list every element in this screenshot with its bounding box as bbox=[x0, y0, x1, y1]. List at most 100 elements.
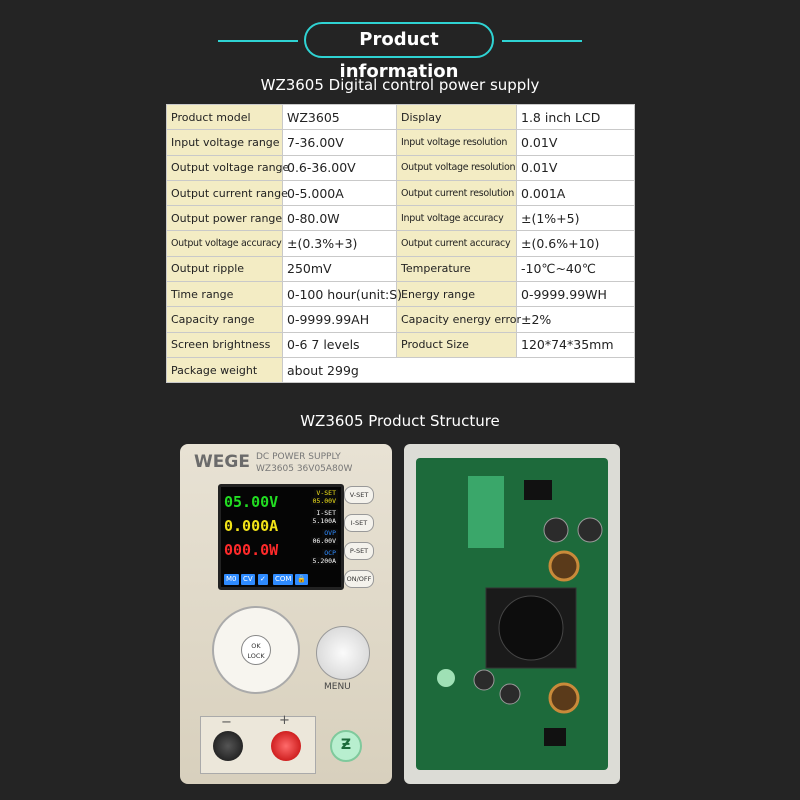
spec-value: 250mV bbox=[282, 255, 397, 283]
section-title: Product information bbox=[339, 29, 459, 82]
lcd-iset-label: I-SET bbox=[314, 509, 338, 517]
spec-label: Input voltage accuracy bbox=[396, 205, 517, 232]
spec-label: Screen brightness bbox=[166, 331, 283, 358]
direction-pad[interactable]: OK LOCK bbox=[212, 606, 300, 694]
vset-button[interactable]: V-SET bbox=[344, 486, 374, 504]
brand-logo: WEGE bbox=[194, 452, 250, 472]
spec-label: Output voltage range bbox=[166, 154, 289, 181]
menu-knob[interactable] bbox=[316, 626, 370, 680]
spec-label: Output current resolution bbox=[396, 179, 517, 207]
lcd-voltage: 05.00V bbox=[224, 493, 279, 511]
circuit-board-drawing bbox=[437, 476, 603, 746]
spec-label: Output current range bbox=[166, 179, 288, 207]
spec-value: 1.8 inch LCD bbox=[516, 103, 635, 131]
spec-value: ±2% bbox=[516, 306, 635, 333]
spec-value: 0-80.0W bbox=[282, 205, 397, 232]
spec-value: 0-9999.99AH bbox=[282, 306, 397, 333]
lcd-ocp-label: OCP bbox=[322, 549, 338, 557]
spec-label: Display bbox=[396, 103, 517, 131]
ok-lock-button[interactable]: OK LOCK bbox=[241, 635, 271, 665]
spec-value: 0-100 hour(unit:S) bbox=[282, 281, 402, 308]
lcd-power: 000.0W bbox=[224, 541, 279, 559]
banner-line-left bbox=[218, 40, 298, 42]
model-label-line1: DC POWER SUPPLY bbox=[256, 452, 341, 462]
spec-label: Output current accuracy bbox=[396, 230, 517, 257]
spec-title: WZ3605 Digital control power supply bbox=[260, 76, 540, 94]
circuit-board bbox=[416, 458, 608, 770]
minus-label: − bbox=[221, 715, 232, 730]
inductor-coil bbox=[548, 682, 580, 714]
lcd-tag-lock-icon: 🔒 bbox=[295, 574, 308, 585]
spec-row: Output voltage accuracy±(0.3%+3)Output c… bbox=[166, 230, 635, 257]
spec-value: 120*74*35mm bbox=[516, 331, 635, 358]
spec-label: Product model bbox=[166, 103, 283, 131]
spec-label: Package weight bbox=[166, 356, 283, 384]
banner-pill: Product information bbox=[304, 22, 494, 82]
spec-value: 0.01V bbox=[516, 154, 635, 181]
plus-label: + bbox=[279, 713, 290, 728]
spec-value: 0-6 7 levels bbox=[282, 331, 397, 358]
onoff-button[interactable]: ON/OFF bbox=[344, 570, 374, 588]
inductor-coil bbox=[548, 550, 580, 582]
negative-terminal[interactable] bbox=[213, 731, 243, 761]
fan-blades bbox=[498, 595, 564, 661]
lcd-iset-value: 5.100A bbox=[310, 517, 338, 525]
lcd-screen: 05.00V 0.000A 000.0W V-SET 05.00V I-SET … bbox=[218, 484, 344, 590]
iset-button[interactable]: I-SET bbox=[344, 514, 374, 532]
structure-title: WZ3605 Product Structure bbox=[300, 412, 500, 430]
spec-value: 0.001A bbox=[516, 179, 635, 207]
lcd-current: 0.000A bbox=[224, 517, 279, 535]
spec-value: -10℃~40℃ bbox=[516, 255, 635, 283]
spec-label: Product Size bbox=[396, 331, 517, 358]
model-label-line2: WZ3605 36V05A80W bbox=[256, 464, 353, 474]
spec-label: Input voltage range bbox=[166, 129, 283, 156]
spec-label: Temperature bbox=[396, 255, 517, 283]
board-logo bbox=[437, 669, 455, 687]
spec-value: 0-5.000A bbox=[282, 179, 397, 207]
spec-label: Capacity energy error bbox=[396, 306, 521, 333]
spec-value: ±(1%+5) bbox=[516, 205, 635, 232]
capacitor bbox=[473, 669, 495, 691]
ok-label: OK bbox=[251, 642, 261, 650]
spec-label: Output voltage accuracy bbox=[166, 230, 283, 257]
spec-label: Energy range bbox=[396, 281, 517, 308]
lcd-tag-check-icon: ✓ bbox=[258, 574, 268, 585]
lock-label: LOCK bbox=[247, 652, 265, 660]
pset-button[interactable]: P-SET bbox=[344, 542, 374, 560]
capacitor bbox=[577, 517, 603, 543]
positive-terminal[interactable] bbox=[271, 731, 301, 761]
lcd-ovp-label: OVP bbox=[322, 529, 338, 537]
header-connector bbox=[524, 480, 552, 500]
spec-value: 0.6-36.00V bbox=[282, 154, 397, 181]
device-front-photo: WEGE DC POWER SUPPLY WZ3605 36V05A80W 05… bbox=[180, 444, 392, 784]
spec-value: ±(0.3%+3) bbox=[282, 230, 397, 257]
lcd-tag-mode: M0 bbox=[224, 574, 239, 585]
spec-value: WZ3605 bbox=[282, 103, 397, 131]
banner-line-right bbox=[502, 40, 582, 42]
spec-value: 0-9999.99WH bbox=[516, 281, 635, 308]
spec-label: Output ripple bbox=[166, 255, 283, 283]
spec-value: 0.01V bbox=[516, 129, 635, 156]
chip bbox=[544, 728, 566, 746]
device-internal-photo bbox=[404, 444, 620, 784]
output-terminals: − + bbox=[200, 713, 316, 774]
spec-label: Time range bbox=[166, 281, 283, 308]
lcd-ovp-value: 06.00V bbox=[310, 537, 338, 545]
lcd-tag-cv: CV bbox=[241, 574, 255, 585]
capacitor bbox=[543, 517, 569, 543]
brand-logo-button[interactable]: Ƶ bbox=[330, 730, 362, 762]
spec-value: ±(0.6%+10) bbox=[516, 230, 635, 257]
spec-label: Output voltage resolution bbox=[396, 154, 517, 181]
lcd-vset-value: 05.00V bbox=[310, 497, 338, 505]
spec-value: about 299g bbox=[282, 356, 635, 384]
